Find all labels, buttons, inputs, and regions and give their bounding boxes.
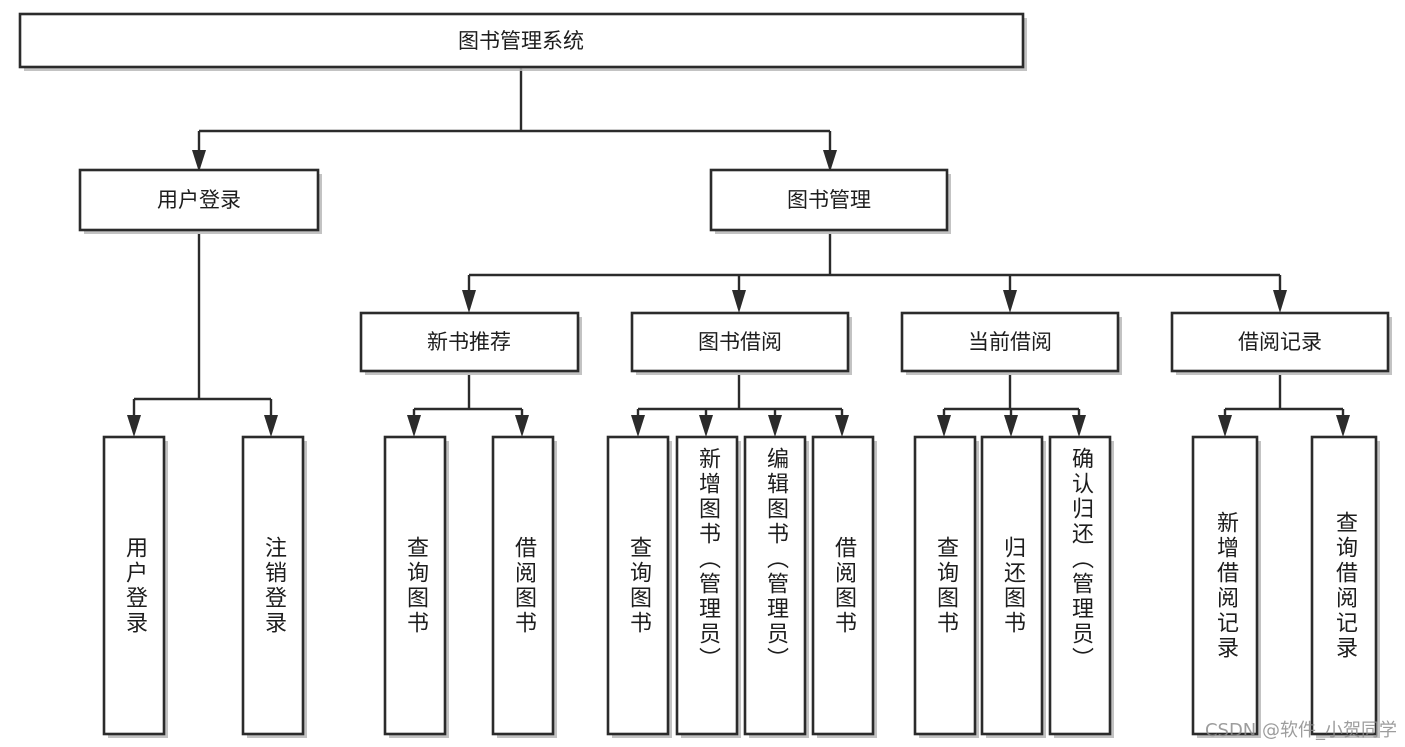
borrow-record-label: 借阅记录 (1238, 330, 1322, 354)
root-label: 图书管理系统 (458, 29, 584, 53)
connector-book-management-trunk (467, 234, 1282, 300)
leaf-query-book-2-box[interactable] (606, 435, 670, 736)
leaf-return-book[interactable] (980, 435, 1046, 738)
connector-new-book-recommend-trunk (412, 375, 524, 425)
leaf-return-book-box[interactable] (980, 435, 1044, 736)
user-login-box[interactable] (78, 168, 320, 232)
book-management-label: 图书管理 (787, 188, 871, 212)
leaf-add-book-box[interactable] (675, 435, 739, 736)
node-root[interactable]: 图书管理系统 (18, 12, 1027, 71)
arrow-to-leaf-add-book (699, 415, 713, 437)
arrow-to-book-management (823, 150, 837, 172)
connector-book-borrow-trunk (636, 375, 844, 425)
book-borrow-label: 图书借阅 (698, 330, 782, 354)
current-borrow-label: 当前借阅 (968, 330, 1052, 354)
connector-layer (127, 67, 1350, 437)
leaf-confirm-return[interactable] (1048, 435, 1114, 738)
arrow-to-leaf-edit-book (768, 415, 782, 437)
current-borrow-box[interactable] (900, 311, 1120, 373)
arrow-to-leaf-query-book-1 (407, 415, 421, 437)
arrow-to-leaf-confirm-return (1072, 415, 1086, 437)
arrow-to-leaf-query-book-2 (631, 415, 645, 437)
leaf-query-book-1-box[interactable] (383, 435, 447, 736)
leaf-query-borrow-record[interactable] (1310, 435, 1380, 738)
leaf-query-book-3[interactable] (913, 435, 979, 738)
new-book-recommend-box[interactable] (359, 311, 580, 373)
leaf-borrow-book-1[interactable] (491, 435, 557, 738)
new-book-recommend-label: 新书推荐 (427, 330, 511, 354)
node-user-login[interactable]: 用户登录 (78, 168, 322, 234)
node-book-management[interactable]: 图书管理 (709, 168, 951, 234)
leaf-borrow-book-2[interactable] (811, 435, 877, 738)
root-box[interactable] (18, 12, 1025, 69)
node-current-borrow[interactable]: 当前借阅 (900, 311, 1122, 375)
leaf-edit-book-box[interactable] (743, 435, 807, 736)
borrow-record-box[interactable] (1170, 311, 1390, 373)
arrow-to-leaf-user-login (127, 415, 141, 437)
csdn-watermark: CSDN @软件_小贺同学 (1204, 720, 1397, 741)
user-login-label: 用户登录 (157, 188, 241, 212)
arrow-to-leaf-logout-login (264, 415, 278, 437)
leaf-query-book-1[interactable] (383, 435, 449, 738)
leaf-borrow-book-2-box[interactable] (811, 435, 875, 736)
connector-borrow-record-trunk (1223, 375, 1345, 425)
leaf-query-book-2[interactable] (606, 435, 672, 738)
arrow-to-leaf-return-book (1004, 415, 1018, 437)
leaf-add-borrow-record-box[interactable] (1191, 435, 1259, 736)
leaf-add-book[interactable] (675, 435, 741, 738)
leaf-query-borrow-record-box[interactable] (1310, 435, 1378, 736)
node-borrow-record[interactable]: 借阅记录 (1170, 311, 1392, 375)
leaf-logout-login[interactable] (241, 435, 307, 738)
arrow-to-current-borrow (1003, 290, 1017, 313)
leaf-add-borrow-record[interactable] (1191, 435, 1261, 738)
leaf-edit-book[interactable] (743, 435, 809, 738)
arrow-to-borrow-record (1273, 290, 1287, 313)
arrow-to-book-borrow (732, 290, 746, 313)
arrow-to-leaf-borrow-book-2 (835, 415, 849, 437)
leaf-confirm-return-box[interactable] (1048, 435, 1112, 736)
book-management-box[interactable] (709, 168, 949, 232)
arrow-to-new-book-recommend (462, 290, 476, 313)
arrow-to-leaf-query-book-3 (937, 415, 951, 437)
leaf-query-book-3-box[interactable] (913, 435, 977, 736)
node-new-book-recommend[interactable]: 新书推荐 (359, 311, 582, 375)
connector-user-login-trunk (132, 234, 273, 425)
leaf-user-login[interactable] (102, 435, 168, 738)
leaf-user-login-box[interactable] (102, 435, 166, 736)
arrow-to-user-login (192, 150, 206, 172)
arrow-to-leaf-add-borrow-record (1218, 415, 1232, 437)
leaf-borrow-book-1-box[interactable] (491, 435, 555, 736)
node-book-borrow[interactable]: 图书借阅 (630, 311, 852, 375)
leaf-logout-login-box[interactable] (241, 435, 305, 736)
book-borrow-box[interactable] (630, 311, 850, 373)
arrow-to-leaf-borrow-book-1 (515, 415, 529, 437)
connector-root-trunk (197, 67, 832, 160)
arrow-to-leaf-query-borrow-record (1336, 415, 1350, 437)
